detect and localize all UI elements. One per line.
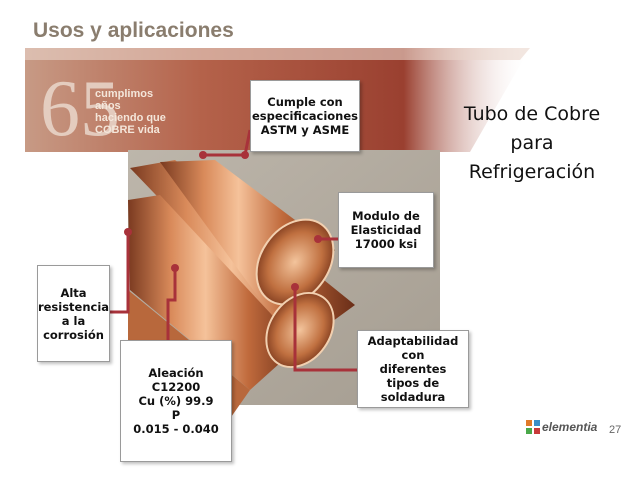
connector-adaptability	[293, 287, 360, 372]
callout-line: Adaptabilidad con	[367, 334, 459, 362]
connector-dot-specs-b	[241, 151, 249, 159]
page-number: 27	[609, 424, 622, 436]
elementia-logo: elementia	[526, 420, 597, 434]
side-title: Tubo de Cobre para Refrigeración	[452, 100, 612, 187]
banner-line: haciendo que	[95, 112, 166, 124]
logo-text: elementia	[542, 420, 598, 434]
connector-dot-modulus	[314, 235, 322, 243]
callout-line: corrosión	[43, 327, 104, 342]
callout-line: Elasticidad	[350, 223, 422, 237]
callout-line: especificaciones	[251, 109, 359, 123]
callout-line: Cumple con	[267, 95, 343, 109]
connector-dot-adaptability	[291, 283, 299, 291]
connector-alloy	[166, 268, 177, 340]
banner-line: años	[95, 100, 121, 112]
callout-line: Aleación C12200	[148, 366, 204, 394]
callout-line: P	[171, 408, 181, 422]
callout-line: diferentes tipos de	[379, 362, 447, 390]
callout-alloy: Aleación C12200 Cu (%) 99.9 P 0.015 - 0.…	[120, 340, 232, 462]
slide-title: Usos y aplicaciones	[33, 19, 234, 42]
connector-dot-specs-a	[199, 151, 207, 159]
banner-caption: cumplimos años haciendo que COBRE vida	[95, 88, 166, 136]
banner-line: COBRE vida	[95, 124, 160, 136]
banner-line: cumplimos	[95, 88, 154, 100]
side-title-line: para	[510, 132, 554, 154]
callout-line: Alta	[60, 285, 87, 300]
callout-line: ASTM y ASME	[260, 123, 350, 137]
tube-lower	[128, 195, 300, 390]
callout-line: 0.015 - 0.040	[133, 422, 219, 436]
side-title-line: Refrigeración	[468, 161, 596, 183]
callout-line: Cu (%) 99.9	[138, 394, 214, 408]
callout-corrosion: Alta resistencia a la corrosión	[37, 265, 110, 362]
callout-modulus: Modulo de Elasticidad 17000 ksi	[338, 192, 434, 268]
elementia-logo-icon	[526, 420, 540, 434]
side-title-line: Tubo de Cobre	[463, 103, 601, 125]
callout-specs: Cumple con especificaciones ASTM y ASME	[250, 80, 360, 152]
tube-opening-lower	[265, 291, 335, 369]
callout-line: soldadura	[380, 390, 446, 404]
banner-number: 65	[40, 65, 120, 153]
connector-dot-alloy	[171, 264, 179, 272]
callout-line: a la	[61, 313, 86, 328]
banner-light-band	[25, 48, 530, 60]
tube-opening-upper	[255, 218, 335, 306]
callout-line: Modulo de	[352, 209, 420, 223]
callout-adaptability: Adaptabilidad con diferentes tipos de so…	[357, 330, 469, 408]
callout-line: 17000 ksi	[354, 237, 418, 251]
connector-dot-corrosion	[124, 228, 132, 236]
callout-line: resistencia	[37, 299, 110, 314]
connector-corrosion	[110, 232, 130, 314]
